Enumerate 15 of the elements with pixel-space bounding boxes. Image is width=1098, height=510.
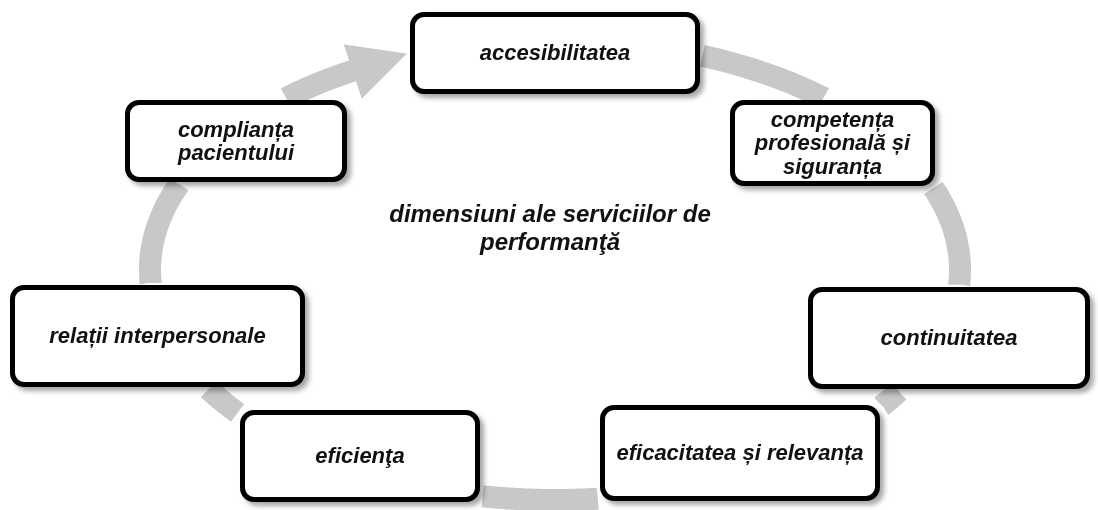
box-text: continuitatea (880, 326, 1018, 350)
box-text: eficacitatea și relevanța (616, 441, 864, 465)
center-title: dimensiuni ale serviciilor de performanţă (388, 200, 712, 256)
box-text: accesibilitatea (479, 41, 631, 65)
rounded-box (125, 100, 347, 182)
rounded-box (410, 12, 700, 94)
box-text: complianța pacientului (176, 117, 296, 165)
rounded-box (600, 405, 880, 501)
box-text: competența profesională și siguranța (753, 108, 912, 178)
rounded-box (240, 410, 480, 502)
box-text: relații interpersonale (49, 324, 266, 348)
box-text: eficienţa (315, 444, 405, 468)
rounded-box (730, 100, 935, 186)
rounded-box (10, 285, 305, 387)
rounded-box (808, 287, 1090, 389)
